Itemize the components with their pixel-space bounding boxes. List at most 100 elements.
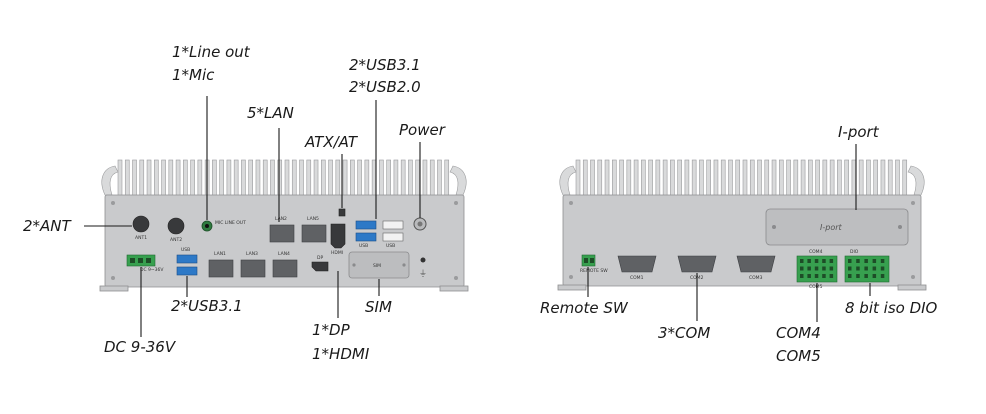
heatsink-fin — [386, 159, 391, 197]
heatsink-fin — [720, 159, 726, 197]
heatsink-fin — [597, 159, 603, 197]
iport-cover — [765, 208, 909, 246]
usb20-port-a — [382, 220, 404, 230]
terminal-pin — [880, 274, 885, 278]
terminal-pin — [822, 274, 826, 278]
heatsink-fin — [902, 159, 908, 197]
heatsink-fin — [415, 159, 420, 197]
heatsink-fin — [117, 159, 123, 197]
heatsink-fin — [154, 159, 159, 197]
heatsink-fin — [582, 159, 588, 197]
heatsink-fin — [313, 159, 319, 197]
label-usb31-top: 2*USB3.1 — [349, 56, 421, 74]
heatsink-fin — [626, 159, 632, 197]
heatsink-fin — [437, 159, 442, 197]
front-left-curl — [101, 165, 119, 196]
rear-foot-right — [897, 284, 927, 291]
atx-at-switch — [338, 208, 346, 217]
heatsink-fin — [670, 159, 675, 197]
heatsink-fin — [306, 159, 312, 197]
screw — [569, 201, 573, 205]
leader-lines — [84, 96, 871, 337]
terminal-pin — [848, 274, 852, 278]
terminal-pin — [864, 274, 868, 278]
label-hdmi: 1*HDMI — [312, 345, 370, 363]
remote-text: REMOTE SW — [580, 268, 608, 274]
heatsink-fin — [190, 159, 195, 197]
heatsink-fin — [633, 159, 639, 197]
power-button-center — [417, 221, 423, 227]
sim-slot-cover — [348, 251, 410, 279]
label-dp: 1*DP — [312, 321, 351, 339]
terminal-pin — [800, 266, 804, 271]
heatsink-fin — [815, 159, 820, 197]
terminal-pin — [822, 259, 826, 263]
front-foot-right — [439, 285, 469, 292]
lan-port-3 — [240, 259, 266, 278]
terminal-pin — [880, 259, 885, 263]
terminal-pin — [872, 266, 877, 271]
lan4-text: LAN4 — [278, 251, 290, 257]
heatsink-fin — [255, 159, 261, 197]
terminal-pin — [807, 259, 811, 263]
usb31-port-lower — [176, 266, 198, 276]
heatsink-fin — [771, 159, 777, 197]
heatsink-fin — [241, 159, 246, 197]
dc-pin — [146, 258, 151, 263]
heatsink-fin — [706, 159, 711, 197]
heatsink-fin — [800, 159, 806, 197]
heatsink-fin — [858, 159, 864, 197]
rear-panel: I-port REMOTE SW COM1 COM2 COM3 COM4 COM… — [557, 159, 927, 291]
heatsink-fin — [829, 159, 835, 197]
usb-top-text-b: USB — [386, 243, 395, 249]
heatsink-fin — [757, 159, 762, 197]
label-power: Power — [399, 121, 446, 139]
terminal-pin — [822, 266, 826, 271]
mic-lineout-text: MIC LINE OUT — [215, 220, 246, 226]
ground-symbol: ⏚ — [419, 269, 427, 278]
label-line-out: 1*Line out — [172, 43, 251, 61]
remote-switch-terminal — [581, 254, 596, 267]
heatsink-fin — [808, 159, 813, 197]
screw — [911, 275, 915, 279]
front-foot-left — [99, 285, 129, 292]
heatsink-fin — [641, 159, 646, 197]
heatsink-fin — [284, 159, 290, 197]
rear-heatsink-fins — [575, 159, 908, 197]
label-iport: I-port — [838, 123, 880, 141]
terminal-pin — [864, 259, 868, 263]
heatsink-fin — [786, 159, 791, 197]
heatsink-fin — [335, 159, 341, 197]
label-ant: 2*ANT — [23, 217, 73, 235]
screw — [111, 201, 115, 205]
front-panel: ANT1 ANT2 MIC LINE OUT DC 9~36V USB LAN2… — [99, 159, 469, 292]
screw — [772, 225, 776, 229]
dp-text: DP — [317, 255, 323, 261]
heatsink-fin — [124, 159, 130, 197]
terminal-pin — [829, 266, 834, 271]
antenna-port-1 — [132, 215, 150, 233]
heatsink-fin — [342, 159, 348, 197]
heatsink-fin — [691, 159, 697, 197]
heatsink-fin — [364, 159, 370, 197]
screw — [911, 201, 915, 205]
label-mic: 1*Mic — [172, 66, 215, 84]
ant1-text: ANT1 — [135, 235, 147, 241]
terminal-pin — [864, 266, 868, 271]
terminal-pin — [800, 259, 804, 263]
heatsink-fin — [444, 159, 450, 197]
label-usb20-top: 2*USB2.0 — [349, 78, 421, 96]
usb-top-text-a: USB — [359, 243, 368, 249]
heatsink-fin — [778, 159, 784, 197]
label-com4: COM4 — [776, 324, 821, 342]
label-dc: DC 9-36V — [104, 338, 177, 356]
label-remote-sw: Remote SW — [540, 299, 629, 317]
dio-text: DIO — [850, 249, 859, 255]
lan3-text: LAN3 — [246, 251, 258, 257]
iport-text: I-port — [820, 223, 843, 232]
heatsink-fin — [226, 159, 232, 197]
screw — [454, 201, 458, 205]
terminal-pin — [872, 259, 877, 263]
callout-labels: 1*Line out 1*Mic 2*USB3.1 2*USB2.0 5*LAN… — [23, 43, 938, 365]
rear-left-curl — [559, 165, 577, 196]
